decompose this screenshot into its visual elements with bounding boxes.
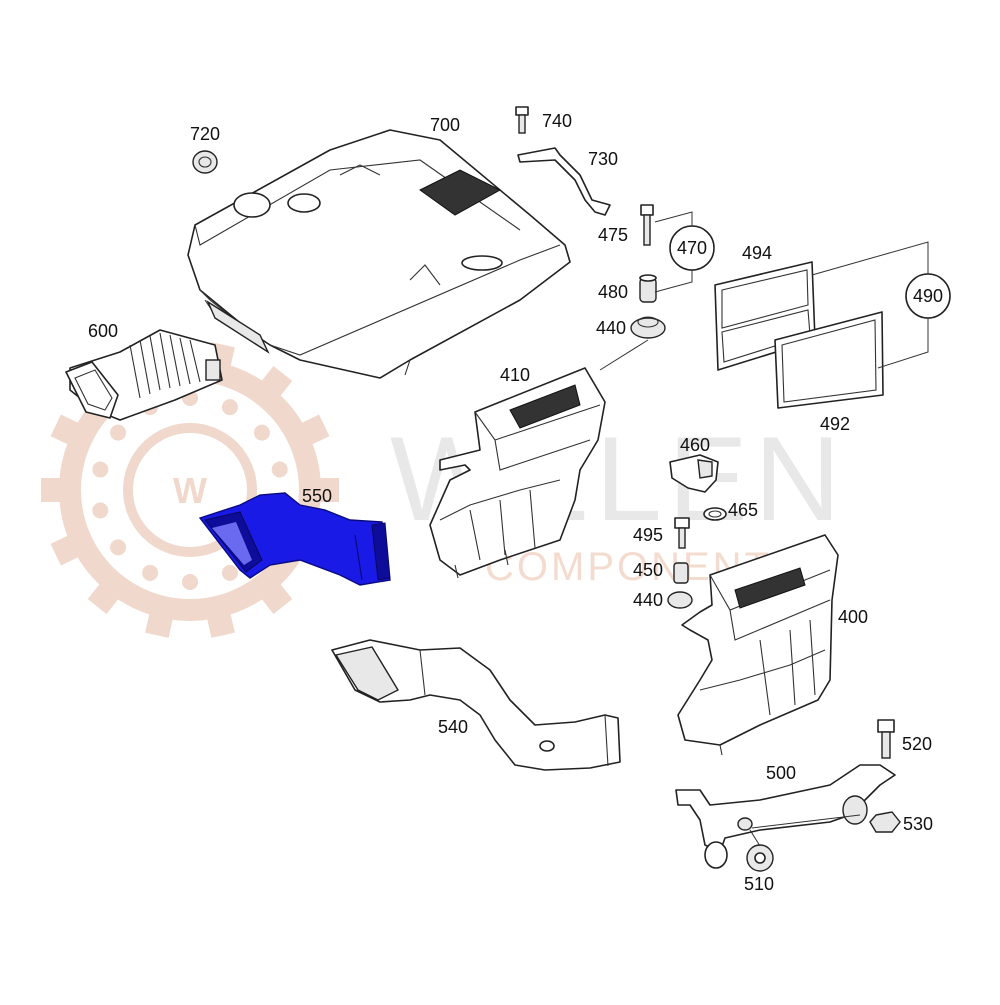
gear-dot: [110, 424, 127, 441]
label-600: 600: [88, 321, 118, 341]
label-720: 720: [190, 124, 220, 144]
label-520: 520: [902, 734, 932, 754]
gear-tooth: [311, 478, 339, 502]
label-492: 492: [820, 414, 850, 434]
label-540: 540: [438, 717, 468, 737]
watermark-logo-letter: W: [173, 470, 207, 511]
part-460-sensor: [669, 454, 719, 493]
label-495: 495: [633, 525, 663, 545]
gear-dot: [92, 461, 109, 478]
part-740-bolt: [515, 106, 529, 134]
callout-470: [669, 225, 715, 271]
part-510-washer: [746, 844, 774, 872]
callout-490: [905, 273, 951, 319]
part-440-grommet-top: [630, 316, 666, 339]
gear-dot: [271, 461, 288, 478]
gear-dot: [142, 564, 159, 581]
part-400-air-box: [677, 534, 839, 756]
label-550: 550: [302, 486, 332, 506]
label-530: 530: [903, 814, 933, 834]
part-475-bolt: [640, 204, 654, 246]
gear-tooth: [87, 577, 124, 614]
part-550-air-duct-highlighted: [198, 492, 391, 586]
label-740: 740: [542, 111, 572, 131]
gear-tooth: [256, 577, 293, 614]
gear-dot: [182, 574, 198, 590]
gear-tooth: [50, 531, 87, 566]
gear-dot: [110, 539, 127, 556]
part-720: [192, 150, 218, 174]
gear-dot: [253, 424, 270, 441]
part-730-bracket: [517, 147, 611, 216]
label-480: 480: [598, 282, 628, 302]
gear-tooth: [205, 605, 235, 638]
label-700: 700: [430, 115, 460, 135]
label-500: 500: [766, 763, 796, 783]
gear-dot: [221, 399, 238, 416]
part-530-nut: [869, 811, 901, 833]
part-480-grommet: [639, 274, 657, 303]
part-520-bolt: [877, 719, 895, 759]
gear-dot: [92, 502, 109, 519]
label-440-bottom: 440: [633, 590, 663, 610]
part-495-bolt: [674, 517, 690, 549]
part-410-air-box: [429, 367, 606, 579]
label-470: 470: [677, 238, 707, 258]
part-700-engine-cover: [187, 129, 571, 379]
gear-tooth: [41, 478, 69, 502]
label-440-top: 440: [596, 318, 626, 338]
part-600-air-duct: [65, 329, 223, 421]
part-465-seal: [703, 507, 727, 521]
label-460: 460: [680, 435, 710, 455]
label-510: 510: [744, 874, 774, 894]
label-490: 490: [913, 286, 943, 306]
gear-tooth: [145, 605, 175, 638]
part-440-grommet-bottom: [667, 591, 693, 609]
label-465: 465: [728, 500, 758, 520]
part-540-air-duct: [331, 639, 621, 771]
gear-tooth: [50, 414, 87, 449]
part-500-bracket: [675, 764, 896, 869]
part-450-spacer: [673, 562, 689, 584]
label-410: 410: [500, 365, 530, 385]
label-730: 730: [588, 149, 618, 169]
label-450: 450: [633, 560, 663, 580]
gear-dot: [221, 564, 238, 581]
label-494: 494: [742, 243, 772, 263]
part-492-filter: [774, 311, 884, 409]
gear-tooth: [256, 366, 293, 403]
label-475: 475: [598, 225, 628, 245]
part-labels: 720 700 740 730 475 470 480 440 494 490 …: [88, 111, 943, 894]
label-400: 400: [838, 607, 868, 627]
gear-tooth: [293, 414, 330, 449]
